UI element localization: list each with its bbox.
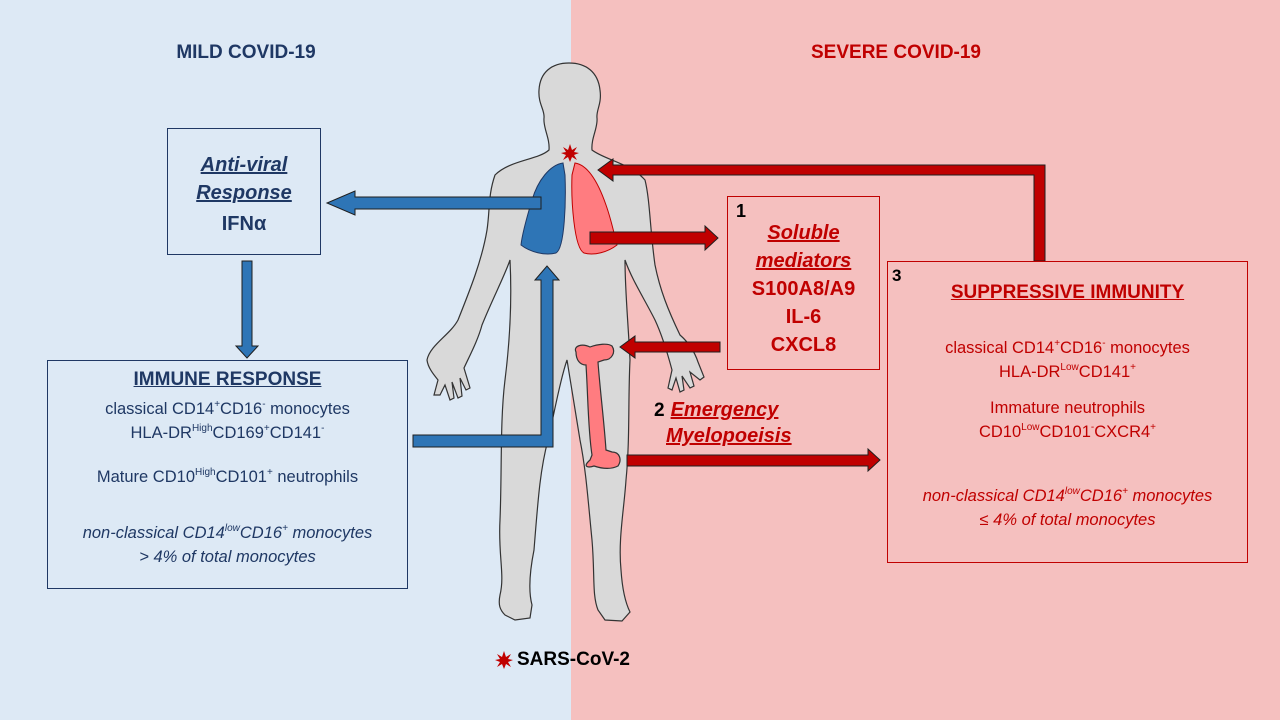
superscript: + bbox=[214, 399, 221, 410]
superscript: low bbox=[1064, 486, 1080, 497]
antiviral-response-box: Anti-viral Response IFNα bbox=[167, 128, 321, 255]
suppress-line-hla-dr-low: HLA-DRLowCD141+ bbox=[888, 360, 1247, 384]
suppressive-immunity-box: 3 SUPPRESSIVE IMMUNITY classical CD14+CD… bbox=[887, 261, 1248, 563]
suppress-line-nonclassical-monocytes: non-classical CD14lowCD16+ monocytes bbox=[888, 484, 1247, 508]
step-number-3: 3 bbox=[892, 266, 902, 285]
text: monocytes bbox=[287, 524, 373, 542]
text: Mature CD10 bbox=[96, 468, 195, 486]
text: classical CD14 bbox=[105, 400, 215, 418]
superscript: + bbox=[282, 523, 288, 534]
immune-response-heading: IMMUNE RESPONSE bbox=[133, 369, 322, 390]
mediator-item: S100A8/A9 bbox=[751, 278, 856, 300]
suppress-line-cd10-low: CD10LowCD101-CXCR4+ bbox=[888, 420, 1247, 444]
text: CD101 bbox=[215, 468, 267, 486]
soluble-heading-line2: mediators bbox=[755, 250, 852, 272]
text: CD169 bbox=[212, 424, 264, 442]
bone-icon bbox=[574, 343, 621, 469]
text: CD16 bbox=[239, 524, 283, 542]
text: CD101 bbox=[1039, 423, 1091, 441]
mediator-item: IL-6 bbox=[785, 306, 822, 328]
immune-line-nonclassical-monocytes: non-classical CD14lowCD16+ monocytes bbox=[48, 521, 407, 545]
superscript: Low bbox=[1060, 362, 1079, 373]
emergency-myelopoiesis-label: 2 Emergency Myelopoeisis bbox=[654, 397, 824, 449]
right-lung-red bbox=[571, 162, 618, 255]
text: CD10 bbox=[978, 423, 1022, 441]
arrow-lungs-to-soluble bbox=[589, 224, 719, 252]
text: neutrophils bbox=[272, 468, 359, 486]
text: classical CD14 bbox=[945, 339, 1055, 357]
text: monocytes bbox=[265, 400, 350, 418]
superscript: Low bbox=[1021, 422, 1040, 433]
superscript: High bbox=[191, 423, 213, 434]
arrow-suppressive-to-lungs bbox=[597, 158, 1046, 262]
text: CD141 bbox=[269, 424, 322, 442]
text: CD16 bbox=[1079, 487, 1123, 505]
text: monocytes bbox=[1105, 339, 1190, 357]
arrow-antiviral-to-immune bbox=[234, 260, 260, 359]
emergency-heading-line1: Emergency bbox=[670, 399, 779, 421]
immune-line-mature-neutrophils: Mature CD10HighCD101+ neutrophils bbox=[48, 465, 407, 489]
text: non-classical CD14 bbox=[82, 524, 225, 542]
antiviral-heading-line1: Anti-viral bbox=[200, 154, 288, 176]
superscript: low bbox=[224, 523, 240, 534]
superscript: - bbox=[1090, 422, 1095, 433]
antiviral-heading-line2: Response bbox=[196, 182, 292, 204]
arrow-immune-to-lungs bbox=[412, 265, 561, 448]
superscript: + bbox=[263, 423, 270, 434]
soluble-mediators-box: 1 Soluble mediators S100A8/A9 IL-6 CXCL8 bbox=[727, 196, 880, 370]
suppress-line-classical-monocytes: classical CD14+CD16- monocytes bbox=[888, 336, 1247, 360]
superscript: - bbox=[1102, 338, 1106, 349]
superscript: + bbox=[1130, 362, 1136, 373]
arrow-lungs-to-antiviral bbox=[325, 190, 542, 216]
immune-response-box: IMMUNE RESPONSE classical CD14+CD16- mon… bbox=[47, 360, 408, 589]
superscript: - bbox=[321, 423, 325, 434]
antiviral-value-ifn: IFNα bbox=[221, 213, 267, 235]
arrow-soluble-to-bone bbox=[619, 335, 721, 359]
text: monocytes bbox=[1127, 487, 1213, 505]
text: CD16 bbox=[220, 400, 263, 418]
text: HLA-DR bbox=[998, 363, 1061, 381]
step-number-2: 2 bbox=[654, 400, 665, 421]
immune-line-classical-monocytes: classical CD14+CD16- monocytes bbox=[48, 397, 407, 421]
superscript: + bbox=[266, 467, 273, 478]
emergency-heading-line2: Myelopoeisis bbox=[666, 425, 792, 447]
left-lung-blue bbox=[520, 162, 566, 255]
text: CXCR4 bbox=[1094, 423, 1151, 441]
superscript: + bbox=[1122, 486, 1128, 497]
superscript: - bbox=[262, 399, 266, 410]
virus-star-icon bbox=[561, 144, 579, 162]
superscript: + bbox=[1150, 422, 1157, 433]
text: non-classical CD14 bbox=[922, 487, 1065, 505]
virus-star-icon bbox=[495, 651, 513, 669]
text: CD16 bbox=[1060, 339, 1103, 357]
immune-line-hla-dr: HLA-DRHighCD169+CD141- bbox=[48, 421, 407, 445]
immune-line-percentage: > 4% of total monocytes bbox=[139, 548, 316, 566]
severe-covid-title: SEVERE COVID-19 bbox=[811, 42, 981, 63]
mediator-item: CXCL8 bbox=[770, 334, 837, 356]
text: CD141 bbox=[1078, 363, 1131, 381]
suppress-line-percentage: ≤ 4% of total monocytes bbox=[979, 511, 1156, 529]
step-number-1: 1 bbox=[736, 201, 747, 221]
legend-label: SARS-CoV-2 bbox=[517, 649, 630, 670]
mild-covid-title: MILD COVID-19 bbox=[176, 42, 316, 63]
soluble-heading-line1: Soluble bbox=[767, 222, 840, 244]
suppress-line-immature-neutrophils: Immature neutrophils bbox=[990, 399, 1145, 417]
suppressive-heading: SUPPRESSIVE IMMUNITY bbox=[950, 282, 1185, 303]
arrow-myelopoiesis-to-suppressive bbox=[626, 447, 881, 473]
legend: SARS-CoV-2 bbox=[494, 649, 630, 671]
superscript: High bbox=[195, 467, 216, 478]
text: HLA-DR bbox=[130, 424, 192, 442]
superscript: + bbox=[1054, 338, 1061, 349]
